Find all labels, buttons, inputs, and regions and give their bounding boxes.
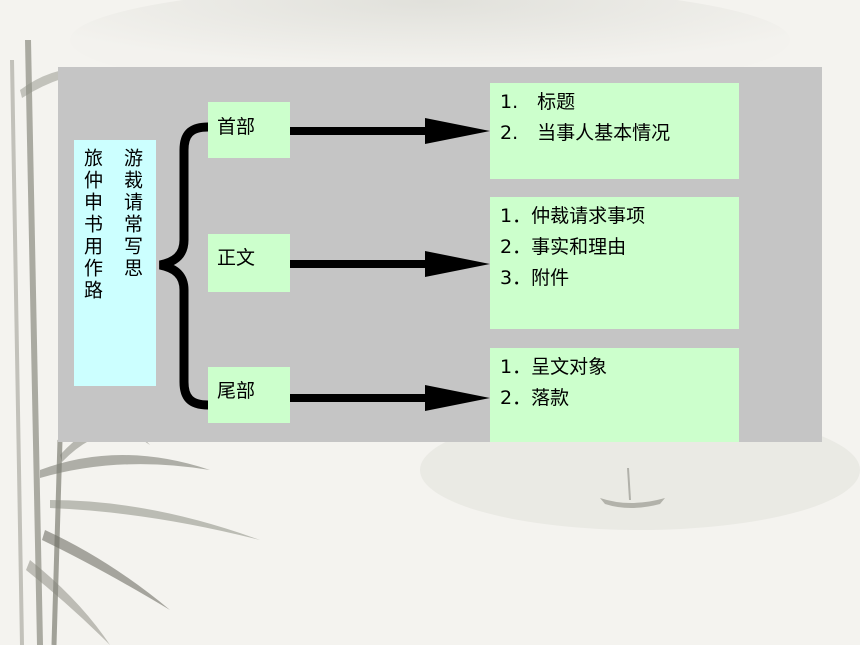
section-footer-box: 尾部 xyxy=(208,367,290,423)
detail-body-box: 1．仲裁请求事项 2．事实和理由 3．附件 xyxy=(490,197,739,329)
detail-body-item-3: 3．附件 xyxy=(500,267,570,289)
detail-body-item-1: 1．仲裁请求事项 xyxy=(500,205,646,227)
diagram-title-box: 游裁请常写思 旅仲申书用作路 xyxy=(74,140,156,386)
title-column-1: 游裁请常写思 xyxy=(121,148,143,280)
section-header-label: 首部 xyxy=(217,116,256,138)
title-column-2: 旅仲申书用作路 xyxy=(81,148,103,302)
detail-header-box: 1. 标题 2. 当事人基本情况 xyxy=(490,83,739,179)
detail-header-item-1: 1. 标题 xyxy=(500,91,576,113)
detail-header-item-2: 2. 当事人基本情况 xyxy=(500,122,671,144)
detail-footer-box: 1．呈文对象 2．落款 xyxy=(490,348,739,442)
detail-body-item-2: 2．事实和理由 xyxy=(500,236,627,258)
section-footer-label: 尾部 xyxy=(217,380,256,402)
section-body-box: 正文 xyxy=(208,234,290,292)
section-body-label: 正文 xyxy=(217,247,256,269)
section-header-box: 首部 xyxy=(208,102,290,158)
detail-footer-item-2: 2．落款 xyxy=(500,387,570,409)
detail-footer-item-1: 1．呈文对象 xyxy=(500,356,608,378)
